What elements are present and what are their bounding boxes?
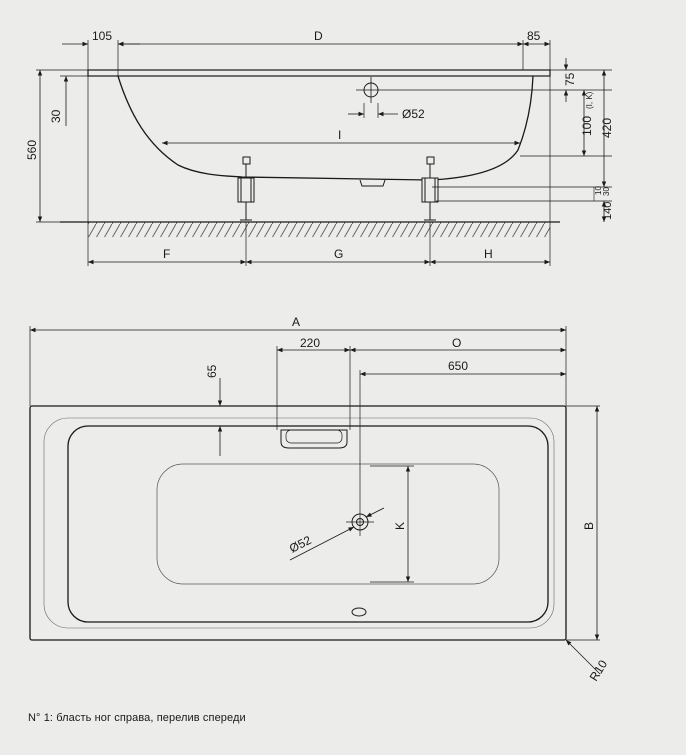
label-140: 140 [602, 202, 614, 220]
label-220: 220 [300, 336, 320, 350]
label-100: 100 [580, 116, 594, 136]
label-H: H [484, 247, 493, 261]
label-dia52-top: Ø52 [287, 533, 314, 556]
right-foot [421, 156, 439, 221]
label-K: K [393, 522, 407, 530]
label-100-note: (I, K) [585, 91, 594, 109]
label-R10: R10 [587, 657, 611, 683]
label-65: 65 [205, 364, 219, 378]
label-F: F [163, 247, 170, 261]
tub-rim [87, 69, 551, 77]
label-B: B [582, 522, 596, 530]
label-G: G [334, 247, 343, 261]
dim-line-R10 [565, 639, 601, 675]
label-dia52-side: Ø52 [402, 107, 425, 121]
tub-rim-inner [43, 417, 555, 629]
overflow-cutout [280, 429, 348, 449]
side-view-labels: 105 D 85 75 Ø52 100 (I, K) 420 30 560 I … [25, 29, 614, 261]
label-D: D [314, 29, 323, 43]
tub-profile [117, 75, 534, 181]
left-foot [237, 156, 255, 221]
label-10: 10 [594, 186, 603, 195]
label-105: 105 [92, 29, 112, 43]
dim-line-dia52-top [289, 526, 355, 561]
label-A: A [292, 315, 300, 329]
label-650: 650 [448, 359, 468, 373]
label-30: 30 [49, 109, 63, 123]
label-420: 420 [600, 118, 614, 138]
drain-bump [359, 179, 386, 187]
label-560: 560 [25, 140, 39, 160]
label-85: 85 [527, 29, 541, 43]
overflow-front [351, 607, 367, 617]
tub-outline [29, 405, 567, 641]
label-I: I [338, 128, 341, 142]
top-view [29, 326, 601, 675]
side-view [36, 40, 612, 266]
tub-bottom [156, 463, 500, 585]
tub-basin [67, 425, 549, 623]
label-O: O [452, 336, 461, 350]
label-75: 75 [563, 72, 577, 86]
floor-hatch [88, 222, 550, 237]
drawing-caption: N° 1: бласть ног справа, перелив спереди [28, 712, 246, 724]
label-30b: 30 [602, 187, 611, 196]
